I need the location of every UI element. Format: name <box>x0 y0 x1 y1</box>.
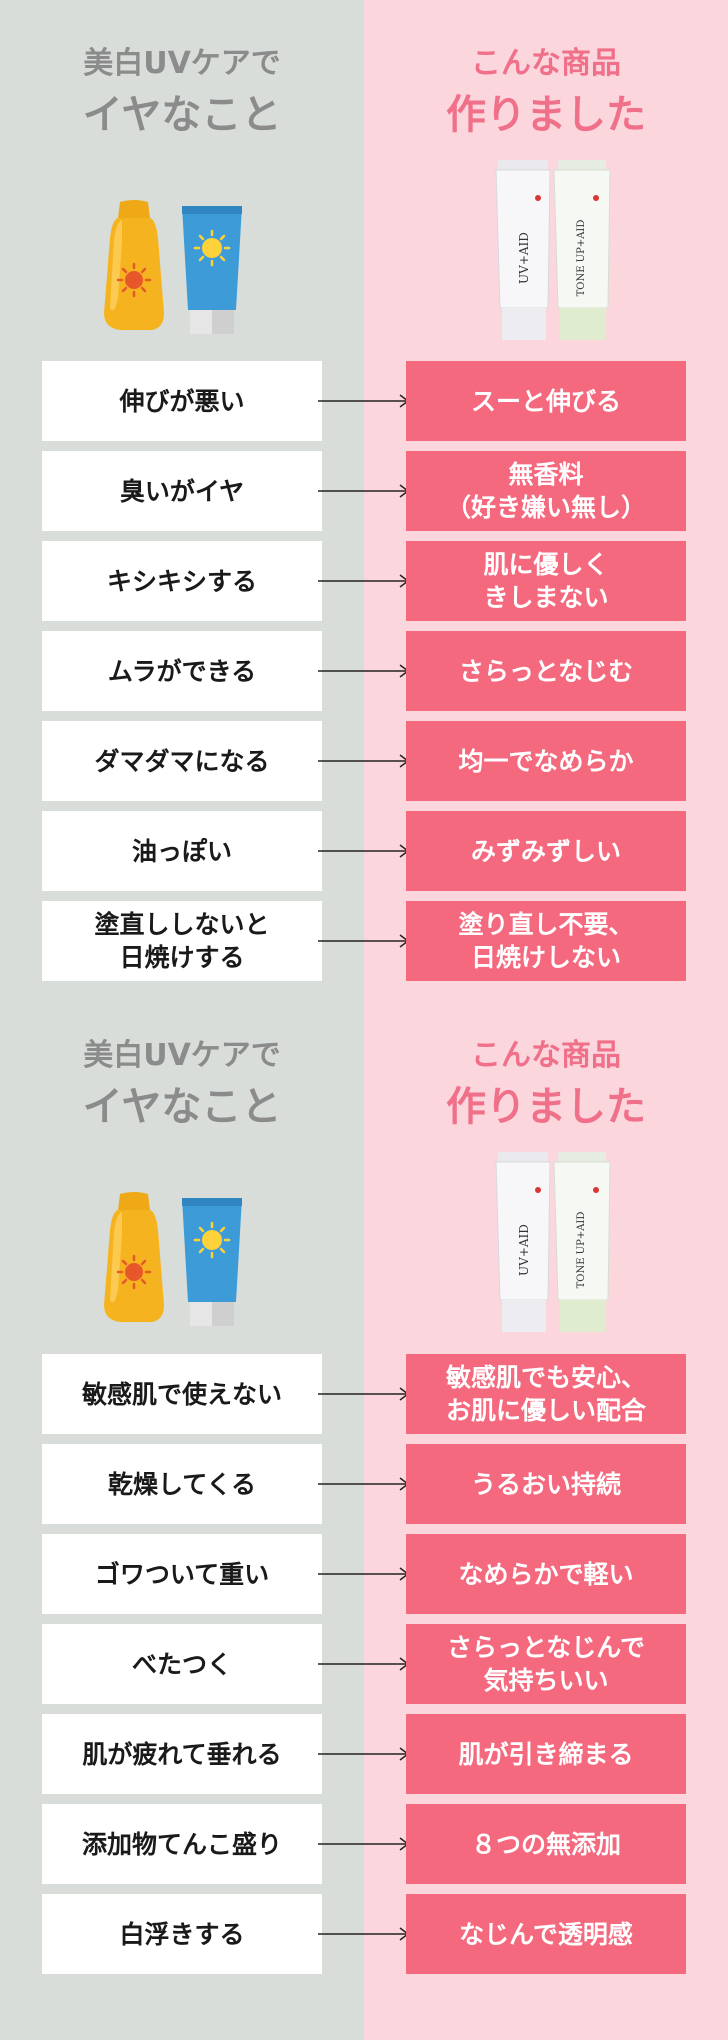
svg-text:UV+AID: UV+AID <box>517 232 531 284</box>
uv-aid-tube-icon: UV+AID <box>495 1152 551 1332</box>
arrow-right-icon <box>318 484 410 498</box>
problem-box: 添加物てんこ盛り <box>42 1804 322 1884</box>
solutions-heading: こんな商品 作りました <box>364 1036 728 1132</box>
sunscreen-products-illustration <box>104 1192 242 1326</box>
solutions-heading-line1: こんな商品 <box>471 46 621 81</box>
solution-box: 肌に優しく きしまない <box>406 541 686 621</box>
sunscreen-products-illustration <box>104 200 242 334</box>
solution-box: なじんで透明感 <box>406 1894 686 1974</box>
comparison-row: 塗直ししないと 日焼けする 塗り直し不要、 日焼けしない <box>0 901 728 981</box>
comparison-row: 油っぽい みずみずしい <box>0 811 728 891</box>
problem-box: 白浮きする <box>42 1894 322 1974</box>
comparison-row: 肌が疲れて垂れる 肌が引き締まる <box>0 1714 728 1794</box>
arrow-right-icon <box>318 1747 410 1761</box>
problem-box: 塗直ししないと 日焼けする <box>42 901 322 981</box>
problems-heading-line1: 美白UVケアで <box>83 46 281 81</box>
sunscreen-tube-icon <box>182 206 242 334</box>
svg-text:TONE UP+AID: TONE UP+AID <box>576 1212 587 1289</box>
problem-box: ムラができる <box>42 631 322 711</box>
arrow-right-icon <box>318 1657 410 1671</box>
comparison-row: キシキシする 肌に優しく きしまない <box>0 541 728 621</box>
solution-box: ８つの無添加 <box>406 1804 686 1884</box>
arrow-right-icon <box>318 1927 410 1941</box>
solution-box: 塗り直し不要、 日焼けしない <box>406 901 686 981</box>
solution-box: うるおい持続 <box>406 1444 686 1524</box>
problem-box: 乾燥してくる <box>42 1444 322 1524</box>
solution-box: 敏感肌でも安心、 お肌に優しい配合 <box>406 1354 686 1434</box>
solutions-heading: こんな商品 作りました <box>364 44 728 140</box>
problem-box: ダマダマになる <box>42 721 322 801</box>
uv-aid-tube-icon: UV+AID <box>495 160 551 340</box>
product-tubes-illustration: UV+AID TONE UP+AID <box>495 160 611 340</box>
comparison-row: 白浮きする なじんで透明感 <box>0 1894 728 1974</box>
comparison-section-2: 美白UVケアで イヤなこと こんな商品 作りました <box>0 992 728 1982</box>
comparison-row: 臭いがイヤ 無香料 （好き嫌い無し） <box>0 451 728 531</box>
comparison-row: ムラができる さらっとなじむ <box>0 631 728 711</box>
arrow-right-icon <box>318 394 410 408</box>
comparison-row: ダマダマになる 均一でなめらか <box>0 721 728 801</box>
solution-box: なめらかで軽い <box>406 1534 686 1614</box>
problem-box: べたつく <box>42 1624 322 1704</box>
comparison-row: 添加物てんこ盛り ８つの無添加 <box>0 1804 728 1884</box>
arrow-right-icon <box>318 1837 410 1851</box>
tone-up-aid-tube-icon: TONE UP+AID <box>553 1152 611 1332</box>
comparison-row: べたつく さらっとなじんで 気持ちいい <box>0 1624 728 1704</box>
svg-text:TONE UP+AID: TONE UP+AID <box>576 220 587 297</box>
arrow-right-icon <box>318 664 410 678</box>
problem-box: 臭いがイヤ <box>42 451 322 531</box>
solution-box: 均一でなめらか <box>406 721 686 801</box>
solution-box: さらっとなじんで 気持ちいい <box>406 1624 686 1704</box>
comparison-row: 乾燥してくる うるおい持続 <box>0 1444 728 1524</box>
problem-box: キシキシする <box>42 541 322 621</box>
solutions-heading-line1: こんな商品 <box>471 1038 621 1073</box>
arrow-right-icon <box>318 1567 410 1581</box>
product-tubes-illustration: UV+AID TONE UP+AID <box>495 1152 611 1332</box>
problems-heading-line2: イヤなこと <box>82 1084 282 1130</box>
problem-box: 油っぽい <box>42 811 322 891</box>
sunscreen-bottle-icon <box>104 200 164 330</box>
solutions-heading-line2: 作りました <box>446 1084 646 1130</box>
problem-box: 伸びが悪い <box>42 361 322 441</box>
sunscreen-bottle-icon <box>104 1192 164 1322</box>
solution-box: 無香料 （好き嫌い無し） <box>406 451 686 531</box>
solution-box: みずみずしい <box>406 811 686 891</box>
comparison-row: 敏感肌で使えない 敏感肌でも安心、 お肌に優しい配合 <box>0 1354 728 1434</box>
problems-heading: 美白UVケアで イヤなこと <box>0 1036 364 1132</box>
comparison-row: ゴワついて重い なめらかで軽い <box>0 1534 728 1614</box>
comparison-row: 伸びが悪い スーと伸びる <box>0 361 728 441</box>
solutions-heading-line2: 作りました <box>446 92 646 138</box>
arrow-right-icon <box>318 574 410 588</box>
solution-box: 肌が引き締まる <box>406 1714 686 1794</box>
comparison-section-1: 美白UVケアで イヤなこと こんな商品 作りました <box>0 0 728 990</box>
arrow-right-icon <box>318 754 410 768</box>
problems-heading-line1: 美白UVケアで <box>83 1038 281 1073</box>
sunscreen-tube-icon <box>182 1198 242 1326</box>
problem-box: 敏感肌で使えない <box>42 1354 322 1434</box>
arrow-right-icon <box>318 844 410 858</box>
problems-heading: 美白UVケアで イヤなこと <box>0 44 364 140</box>
solution-box: さらっとなじむ <box>406 631 686 711</box>
problems-heading-line2: イヤなこと <box>82 92 282 138</box>
problem-box: 肌が疲れて垂れる <box>42 1714 322 1794</box>
arrow-right-icon <box>318 934 410 948</box>
svg-text:UV+AID: UV+AID <box>517 1224 531 1276</box>
arrow-right-icon <box>318 1387 410 1401</box>
arrow-right-icon <box>318 1477 410 1491</box>
problem-box: ゴワついて重い <box>42 1534 322 1614</box>
solution-box: スーと伸びる <box>406 361 686 441</box>
tone-up-aid-tube-icon: TONE UP+AID <box>553 160 611 340</box>
